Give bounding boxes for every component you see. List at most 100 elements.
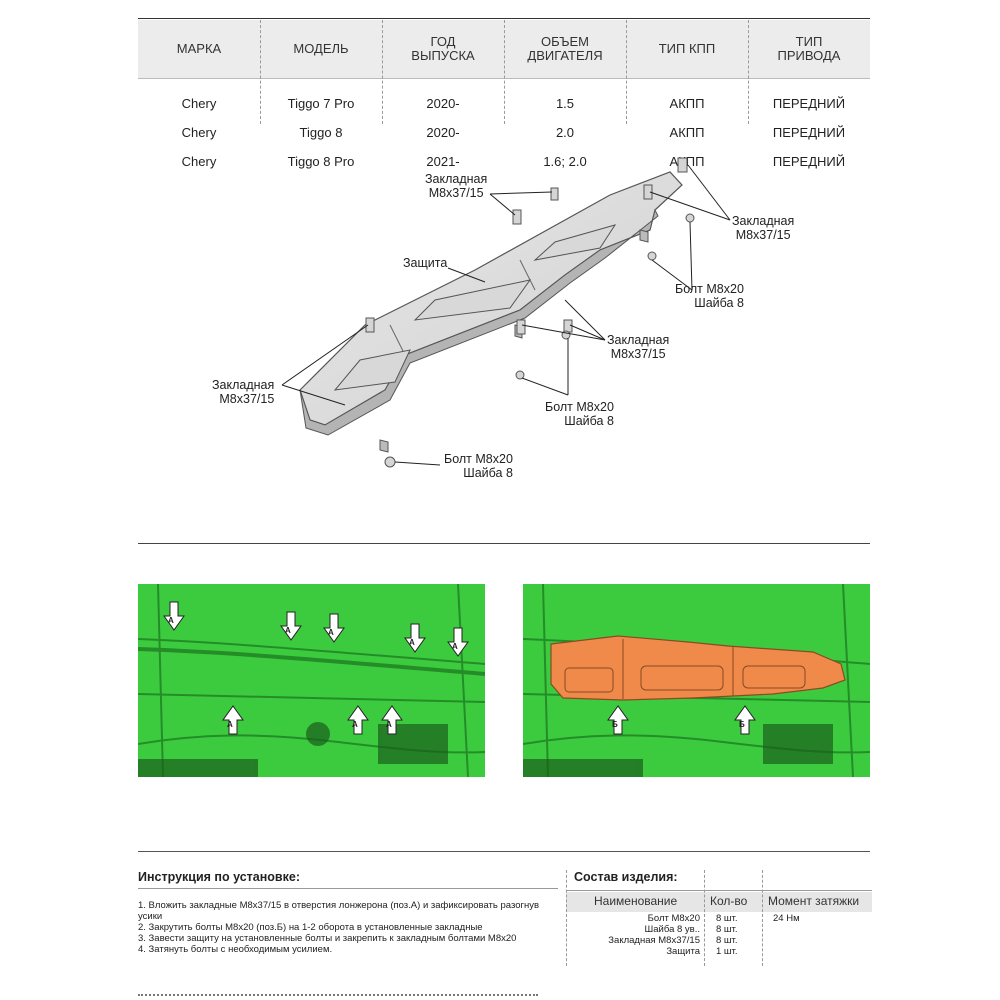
label-insert-mid: Закладная М8х37/15: [607, 333, 670, 361]
cell-brand: Chery: [181, 153, 217, 169]
seam-line: [519, 259, 536, 291]
column-engine: 1.5 2.0 1.6; 2.0: [504, 70, 626, 184]
shield-pocket: [333, 349, 411, 391]
table-top-rule: [138, 18, 870, 19]
insert-part: [563, 319, 573, 333]
marker-label: A: [227, 720, 233, 729]
label-insert-right: Закладная М8х37/15: [732, 214, 795, 242]
shield-pocket: [533, 224, 617, 261]
instruction-step: 2. Закрутить болты М8х20 (поз.Б) на 1-2 …: [138, 922, 483, 933]
cell-brand: Chery: [181, 95, 217, 111]
label-insert-left: Закладная М8х37/15: [212, 378, 275, 406]
column-year: 2020- 2020- 2021-: [382, 70, 504, 184]
marker-label: Б: [739, 720, 745, 729]
header-engine: ОБЪЕМ ДВИГАТЕЛЯ: [527, 34, 603, 63]
shield-pocket: [413, 279, 532, 321]
underbody-scan-right: [523, 584, 870, 777]
instruction-step: 3. Завести защиту на установленные болты…: [138, 933, 517, 944]
instruction-step: 4. Затянуть болты с необходимым усилием.: [138, 944, 333, 955]
label-shield: Защита: [403, 256, 448, 270]
column-separator: [382, 20, 383, 124]
cell-gearbox: АКПП: [669, 124, 705, 140]
insert-part: [643, 184, 653, 200]
section-divider: [138, 851, 870, 852]
cell-part-name: Болт М8х20: [647, 913, 700, 924]
header-torque: Момент затяжки: [768, 894, 860, 908]
instruction-step: 1. Вложить закладные М8х37/15 в отверсти…: [138, 900, 539, 922]
marker-label: Б: [612, 720, 618, 729]
marker-label: A: [452, 642, 458, 651]
marker-label: A: [352, 720, 358, 729]
cell-model: Tiggo 7 Pro: [287, 95, 355, 111]
cell-part-name: Шайба 8 ув..: [644, 924, 700, 935]
cell-part-qty: 8 шт.: [716, 913, 738, 924]
bolt-part: [685, 213, 695, 223]
marker-label: A: [409, 638, 415, 647]
parts-title: Состав изделия:: [574, 870, 678, 884]
column-separator: [260, 20, 261, 124]
photo-before-install: A A A A A A A A: [138, 584, 485, 777]
cell-part-qty: 8 шт.: [716, 935, 738, 946]
marker-label: A: [386, 720, 392, 729]
exploded-diagram: Закладная М8х37/15 Закладная М8х37/15 За…: [200, 150, 820, 500]
header-gearbox: ТИП КПП: [658, 41, 716, 56]
insert-part: [512, 209, 522, 225]
cell-engine: 1.6; 2.0: [543, 153, 587, 169]
cell-model: Tiggo 8 Pro: [287, 153, 355, 169]
marker-label: A: [328, 628, 334, 637]
instructions-list: 1. Вложить закладные М8х37/15 в отверсти…: [138, 900, 548, 955]
header-brand: МАРКА: [176, 41, 222, 56]
shield-drawing: [281, 157, 731, 468]
installed-shield: [550, 635, 846, 701]
label-bolt-bottom: Болт М8х20 Шайба 8: [444, 452, 513, 480]
cell-drive: ПЕРЕДНИЙ: [772, 153, 846, 169]
insert-part: [677, 157, 688, 173]
column-separator: [626, 20, 627, 124]
mount-bracket: [639, 229, 649, 243]
cell-part-qty: 1 шт.: [716, 946, 738, 957]
cell-drive: ПЕРЕДНИЙ: [772, 95, 846, 111]
photo-after-install: Б Б: [523, 584, 870, 777]
cell-gearbox: АКПП: [669, 95, 705, 111]
header-name: Наименование: [594, 894, 678, 908]
cell-model: Tiggo 8: [299, 124, 343, 140]
shield-edge: [299, 208, 659, 436]
cell-part-torque: 24 Нм: [773, 913, 800, 924]
label-bolt-right: Болт М8х20 Шайба 8: [675, 282, 744, 310]
section-divider: [138, 543, 870, 544]
column-separator: [704, 870, 705, 966]
cell-engine: 2.0: [555, 124, 575, 140]
cell-year: 2021-: [426, 153, 460, 169]
instructions-title: Инструкция по установке:: [138, 870, 300, 884]
bolt-part: [384, 456, 396, 468]
instructions-rule: [138, 888, 558, 889]
header-year: ГОД ВЫПУСКА: [411, 34, 475, 63]
insert-part: [365, 317, 375, 333]
insert-part: [550, 187, 559, 201]
column-separator: [566, 870, 567, 966]
cell-part-qty: 8 шт.: [716, 924, 738, 935]
parts-header-background: [566, 892, 872, 912]
cell-engine: 1.5: [555, 95, 575, 111]
column-brand: Chery Chery Chery: [138, 70, 260, 184]
underbody-scan-left: [138, 584, 485, 777]
cell-drive: ПЕРЕДНИЙ: [772, 124, 846, 140]
marker-arrows-right: [607, 705, 756, 735]
column-drive: ПЕРЕДНИЙ ПЕРЕДНИЙ ПЕРЕДНИЙ: [748, 70, 870, 184]
seam-line: [389, 324, 406, 356]
bolt-part: [515, 370, 525, 380]
marker-arrows-left: [163, 601, 469, 735]
bolt-part: [647, 251, 657, 261]
hardware-group: [365, 157, 695, 468]
cell-part-name: Закладная М8х37/15: [608, 935, 700, 946]
column-model: Tiggo 7 Pro Tiggo 8 Tiggo 8 Pro: [260, 70, 382, 184]
header-qty: Кол-во: [710, 894, 748, 908]
column-separator: [762, 870, 763, 966]
marker-label: A: [168, 616, 174, 625]
cell-year: 2020-: [426, 95, 460, 111]
vehicle-table: МАРКА МОДЕЛЬ ГОД ВЫПУСКА ОБЪЕМ ДВИГАТЕЛЯ…: [138, 18, 870, 168]
cell-brand: Chery: [181, 124, 217, 140]
label-insert-top: Закладная М8х37/15: [425, 172, 488, 200]
parts-table: Состав изделия: Наименование Кол-во Моме…: [566, 862, 872, 966]
header-drive: ТИП ПРИВОДА: [777, 34, 841, 63]
